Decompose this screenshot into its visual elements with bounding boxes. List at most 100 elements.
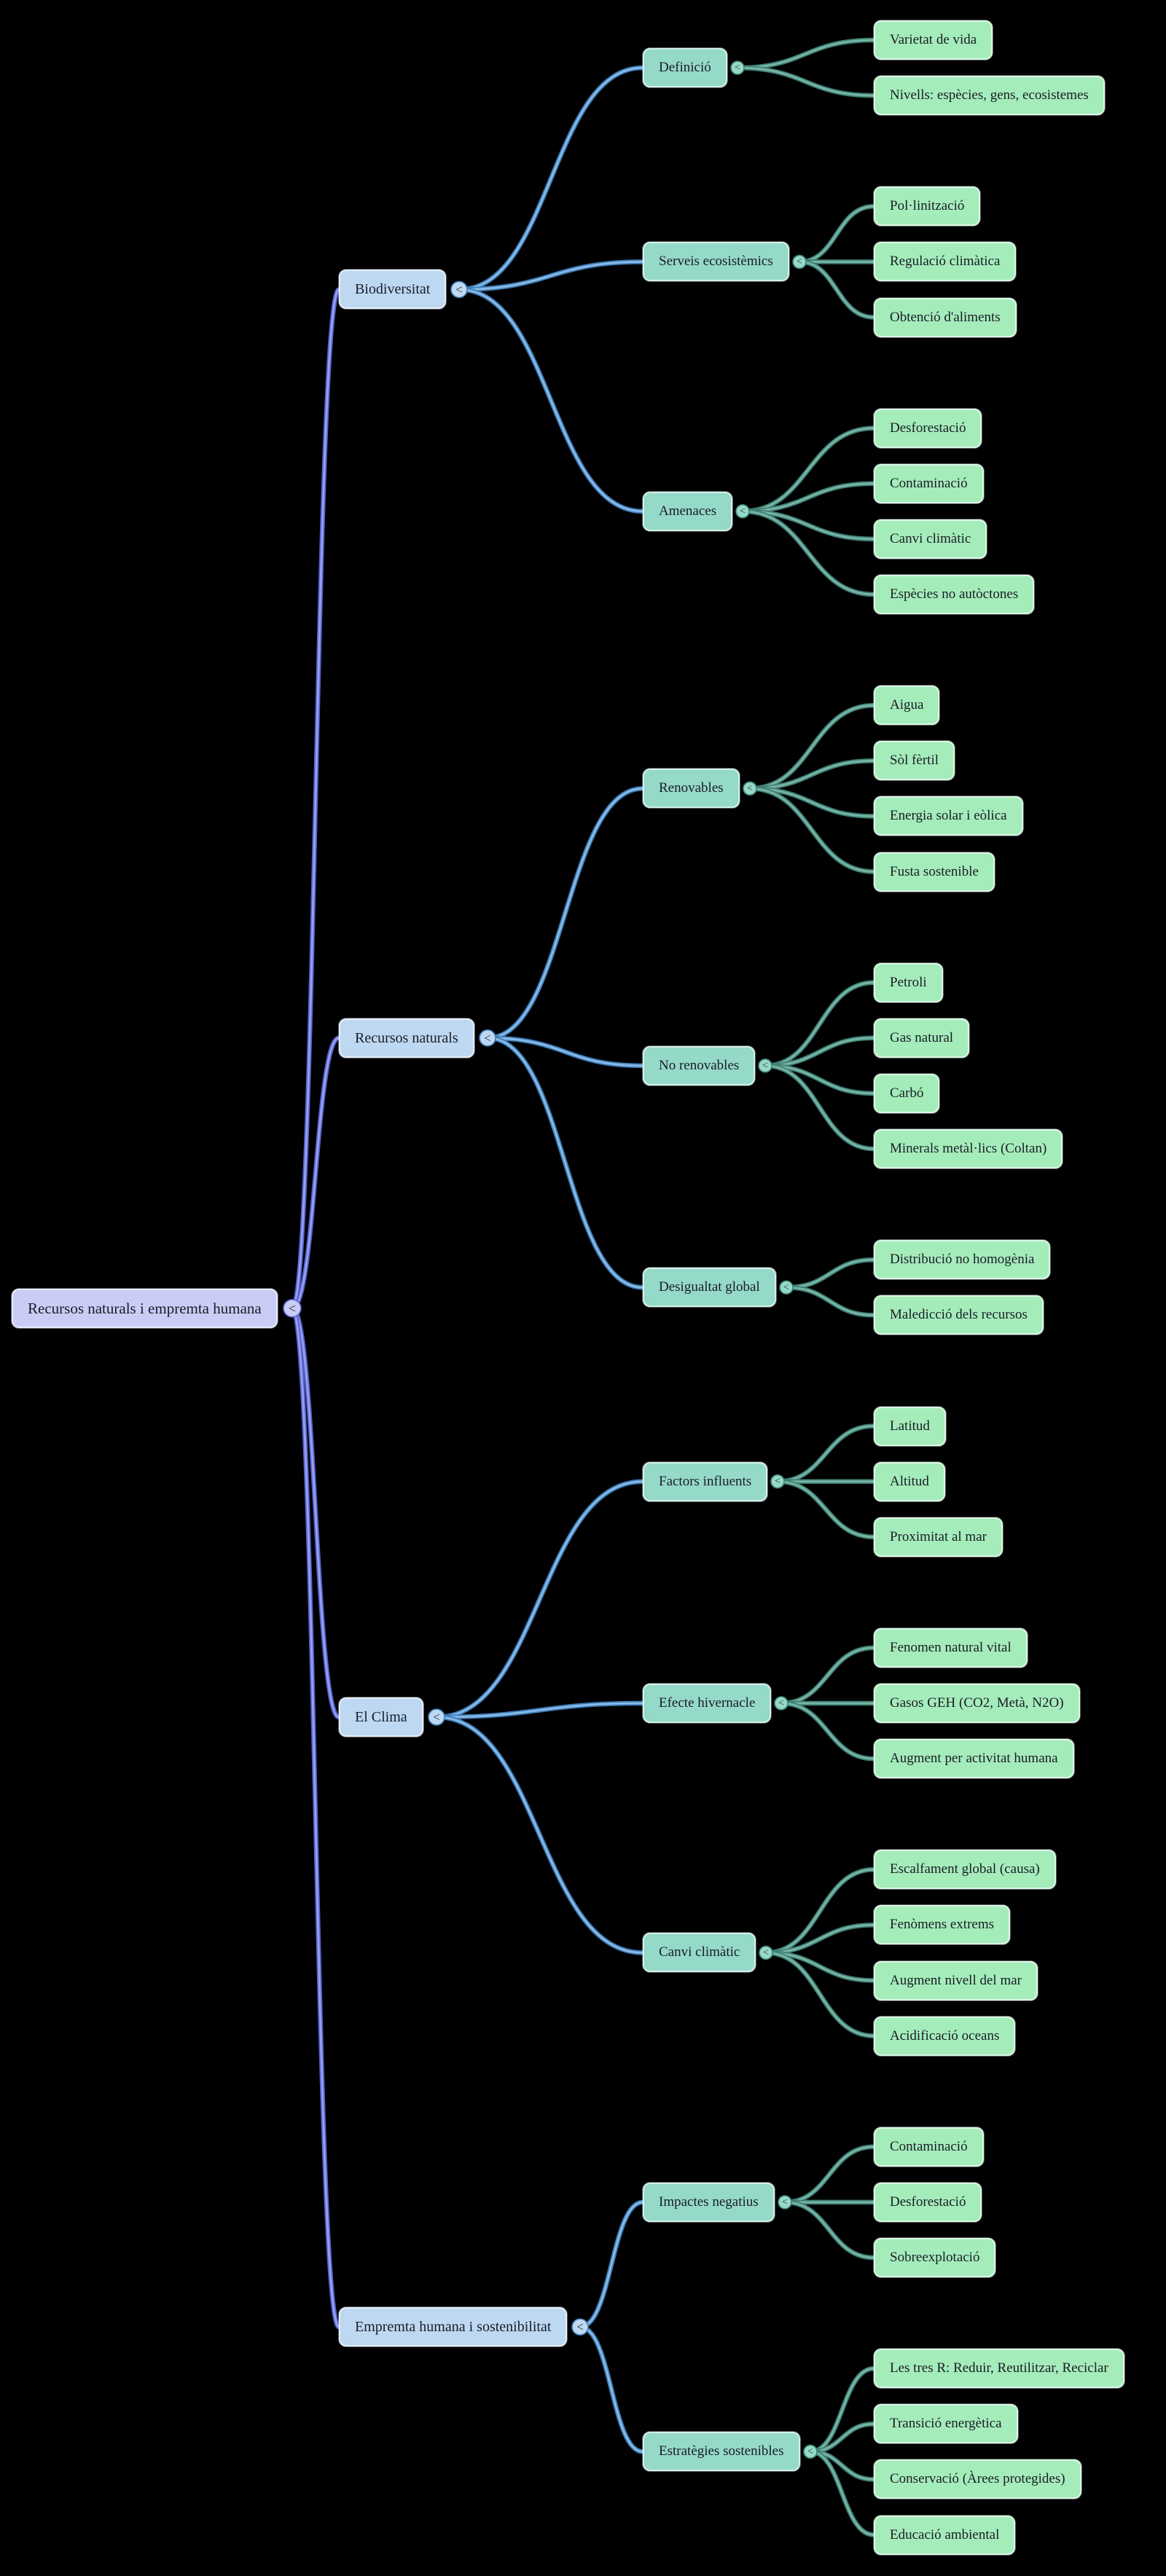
node-malediccio-dels-recursos[interactable]: Maledicció dels recursos bbox=[874, 1295, 1044, 1335]
collapse-toggle-recursos-naturals[interactable] bbox=[479, 1029, 496, 1047]
link bbox=[435, 1716, 644, 1954]
collapse-toggle-estrategies-sostenibles[interactable] bbox=[803, 2444, 818, 2459]
node-no-renovables[interactable]: No renovables bbox=[643, 1045, 756, 1085]
node-sobreexplotacio[interactable]: Sobreexplotació bbox=[874, 2238, 996, 2277]
node-obtencio-d-aliments[interactable]: Obtenció d'aliments bbox=[874, 297, 1017, 337]
node-transicio-energetica[interactable]: Transició energètica bbox=[874, 2404, 1018, 2444]
node-proximitat-al-mar[interactable]: Proximitat al mar bbox=[874, 1517, 1003, 1557]
node-altitud[interactable]: Altitud bbox=[874, 1461, 945, 1501]
link bbox=[579, 2325, 644, 2453]
collapse-chevron-icon: < bbox=[289, 1301, 296, 1316]
link bbox=[736, 66, 875, 97]
node-especies-no-autoctones[interactable]: Espècies no autòctones bbox=[874, 575, 1035, 614]
collapse-chevron-icon: < bbox=[782, 2196, 788, 2207]
node-pol-linitzacio[interactable]: Pol·linització bbox=[874, 186, 981, 227]
collapse-toggle-factors-influents[interactable] bbox=[770, 1474, 785, 1489]
node-biodiversitat[interactable]: Biodiversitat bbox=[339, 270, 447, 310]
collapse-chevron-icon: < bbox=[455, 283, 463, 297]
node-escalfament-global-causa[interactable]: Escalfament global (causa) bbox=[874, 1850, 1056, 1890]
link bbox=[809, 2450, 875, 2536]
link bbox=[798, 261, 875, 318]
collapse-toggle-no-renovables[interactable] bbox=[758, 1059, 772, 1073]
collapse-toggle-impactes-negatius[interactable] bbox=[778, 2195, 792, 2210]
link bbox=[741, 510, 875, 596]
node-petroli[interactable]: Petroli bbox=[874, 962, 943, 1002]
collapse-chevron-icon: < bbox=[783, 1282, 789, 1293]
node-fusta-sostenible[interactable]: Fusta sostenible bbox=[874, 852, 995, 892]
node-varietat-de-vida[interactable]: Varietat de vida bbox=[874, 20, 993, 60]
node-fenomen-natural-vital[interactable]: Fenomen natural vital bbox=[874, 1627, 1028, 1668]
collapse-toggle-renovables[interactable] bbox=[743, 781, 757, 796]
node-les-tres-r-reduir-reutilitzar-reciclar[interactable]: Les tres R: Reduir, Reutilitzar, Recicla… bbox=[874, 2349, 1124, 2389]
collapse-toggle-el-clima[interactable] bbox=[428, 1708, 445, 1726]
node-augment-per-activitat-humana[interactable]: Augment per activitat humana bbox=[874, 1739, 1074, 1779]
node-aigua[interactable]: Aigua bbox=[874, 686, 940, 726]
link bbox=[764, 981, 875, 1067]
collapse-toggle-definicio[interactable] bbox=[730, 60, 745, 75]
node-recursos-naturals[interactable]: Recursos naturals bbox=[339, 1018, 474, 1058]
node-fenomens-extrems[interactable]: Fenòmens extrems bbox=[874, 1905, 1011, 1945]
node-amenaces[interactable]: Amenaces bbox=[643, 491, 733, 531]
node-efecte-hivernacle[interactable]: Efecte hivernacle bbox=[643, 1684, 772, 1723]
collapse-toggle-biodiversitat[interactable] bbox=[450, 280, 468, 299]
collapse-toggle-empremta-humana-i-sostenibilitat[interactable] bbox=[571, 2318, 589, 2336]
node-definicio[interactable]: Definició bbox=[643, 48, 727, 88]
node-latitud[interactable]: Latitud bbox=[874, 1406, 946, 1446]
node-educacio-ambiental[interactable]: Educació ambiental bbox=[874, 2515, 1016, 2555]
collapse-toggle-serveis-ecosistemics[interactable] bbox=[792, 254, 807, 270]
node-regulacio-climatica[interactable]: Regulació climàtica bbox=[874, 242, 1017, 282]
link bbox=[579, 2201, 644, 2328]
node-gas-natural[interactable]: Gas natural bbox=[874, 1018, 970, 1058]
link bbox=[764, 1868, 875, 1954]
node-conservacio-arees-protegides[interactable]: Conservació (Àrees protegides) bbox=[874, 2459, 1081, 2500]
collapse-chevron-icon: < bbox=[484, 1031, 491, 1045]
node-estrategies-sostenibles[interactable]: Estratègies sostenibles bbox=[643, 2432, 800, 2472]
node-empremta-humana-i-sostenibilitat[interactable]: Empremta humana i sostenibilitat bbox=[339, 2307, 568, 2347]
link bbox=[741, 427, 875, 513]
node-gasos-geh-co2-meta-n2o[interactable]: Gasos GEH (CO2, Metà, N2O) bbox=[874, 1684, 1080, 1723]
link bbox=[435, 1480, 644, 1719]
collapse-toggle-desigualtat-global[interactable] bbox=[779, 1280, 794, 1295]
node-serveis-ecosistemics[interactable]: Serveis ecosistèmics bbox=[643, 242, 789, 282]
node-distribucio-no-homogenia[interactable]: Distribució no homogènia bbox=[874, 1240, 1051, 1280]
node-canvi-climatic[interactable]: Canvi climàtic bbox=[874, 519, 987, 559]
collapse-chevron-icon: < bbox=[797, 256, 802, 267]
node-energia-solar-i-eolica[interactable]: Energia solar i eòlica bbox=[874, 796, 1023, 836]
node-renovables[interactable]: Renovables bbox=[643, 769, 740, 809]
collapse-toggle-amenaces[interactable] bbox=[735, 504, 750, 519]
node-desigualtat-global[interactable]: Desigualtat global bbox=[643, 1268, 776, 1308]
node-sol-fertil[interactable]: Sòl fèrtil bbox=[874, 741, 955, 781]
node-acidificacio-oceans[interactable]: Acidificació oceans bbox=[874, 2016, 1016, 2056]
collapse-chevron-icon: < bbox=[735, 63, 740, 74]
collapse-chevron-icon: < bbox=[778, 1698, 784, 1709]
link bbox=[780, 1702, 875, 1760]
link bbox=[764, 1064, 875, 1150]
node-minerals-metal-lics-coltan[interactable]: Minerals metàl·lics (Coltan) bbox=[874, 1129, 1063, 1169]
node-carbo[interactable]: Carbó bbox=[874, 1073, 940, 1113]
link bbox=[435, 1702, 644, 1719]
collapse-chevron-icon: < bbox=[747, 783, 753, 794]
link bbox=[780, 1646, 875, 1705]
link bbox=[785, 1286, 875, 1316]
node-impactes-negatius[interactable]: Impactes negatius bbox=[643, 2182, 775, 2222]
collapse-toggle-canvi-climatic[interactable] bbox=[759, 1945, 773, 1960]
link bbox=[785, 1258, 875, 1289]
collapse-chevron-icon: < bbox=[433, 1711, 440, 1724]
node-recursos-naturals-i-empremta-humana[interactable]: Recursos naturals i empremta humana bbox=[12, 1288, 278, 1328]
node-desforestacio[interactable]: Desforestació bbox=[874, 2182, 982, 2222]
node-canvi-climatic[interactable]: Canvi climàtic bbox=[643, 1933, 756, 1973]
node-contaminacio[interactable]: Contaminació bbox=[874, 463, 984, 503]
link bbox=[748, 704, 875, 790]
node-contaminacio[interactable]: Contaminació bbox=[874, 2127, 984, 2167]
link bbox=[486, 787, 644, 1040]
collapse-toggle-recursos-naturals-i-empremta-humana[interactable] bbox=[283, 1298, 302, 1318]
node-nivells-especies-gens-ecosistemes[interactable]: Nivells: espècies, gens, ecosistemes bbox=[874, 76, 1105, 116]
link bbox=[736, 39, 875, 69]
node-desforestacio[interactable]: Desforestació bbox=[874, 408, 982, 448]
node-factors-influents[interactable]: Factors influents bbox=[643, 1461, 768, 1501]
link bbox=[783, 2145, 875, 2204]
node-augment-nivell-del-mar[interactable]: Augment nivell del mar bbox=[874, 1960, 1038, 2000]
collapse-toggle-efecte-hivernacle[interactable] bbox=[774, 1696, 789, 1711]
node-el-clima[interactable]: El Clima bbox=[339, 1697, 423, 1737]
collapse-chevron-icon: < bbox=[576, 2320, 584, 2334]
